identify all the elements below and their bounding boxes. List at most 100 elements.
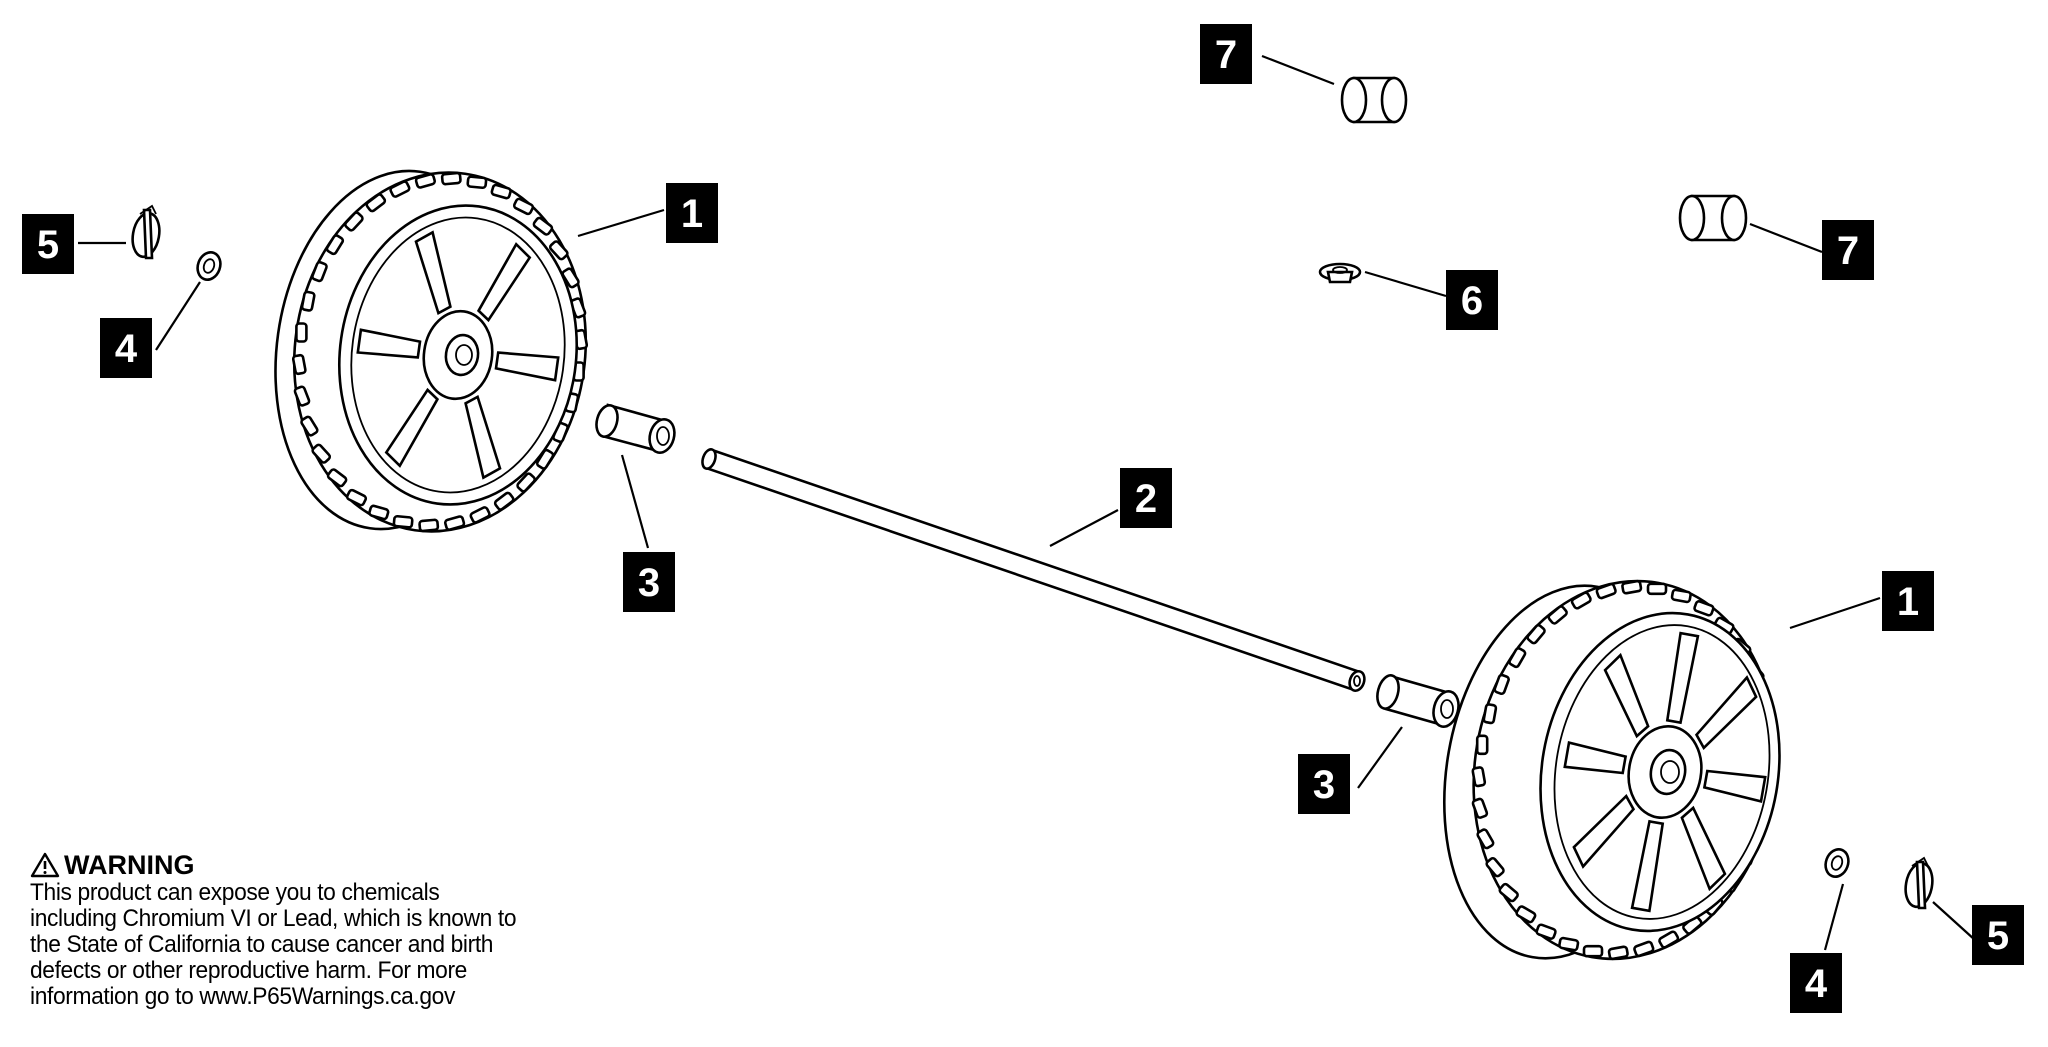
wheel-spoke (1603, 652, 1650, 739)
tread-block (1535, 923, 1557, 940)
left-washer (196, 251, 222, 281)
callout-label: 3 (1313, 763, 1335, 807)
tread-block (1547, 605, 1568, 625)
tread-block (440, 171, 462, 186)
tread-block (1558, 936, 1580, 952)
left-wheel (274, 169, 589, 533)
tread-block (1693, 600, 1715, 617)
tread-block (1482, 703, 1498, 725)
tread-block (490, 183, 512, 200)
axle (701, 448, 1366, 693)
wheel-spoke (384, 387, 440, 468)
tread-block (1498, 882, 1519, 903)
tread-block (466, 175, 488, 190)
callout-label: 1 (681, 192, 703, 236)
wheel-spoke (1572, 793, 1636, 869)
callout-label: 4 (1805, 962, 1828, 1006)
tread-block (1526, 624, 1546, 645)
tread-block (469, 506, 491, 524)
tread-block (561, 267, 580, 289)
callout-label: 1 (1897, 580, 1919, 624)
tread-block (418, 518, 440, 533)
tread-block (1508, 647, 1527, 669)
callout-label: 5 (1987, 914, 2009, 958)
tread-block (345, 488, 368, 507)
tread-block (1633, 940, 1655, 958)
tread-block (1471, 797, 1489, 819)
tread-block (311, 260, 328, 283)
callout-label: 6 (1461, 279, 1483, 323)
tread-block (532, 216, 554, 236)
callout-6: 6 (1446, 270, 1498, 330)
top-cap (1340, 76, 1408, 124)
tread-block (1476, 828, 1495, 850)
tread-block (1515, 905, 1537, 924)
right-spacer (1376, 674, 1460, 728)
callout-2: 2 (1120, 468, 1172, 528)
callout-5-right: 5 (1972, 905, 2024, 965)
right-cap (1678, 194, 1748, 242)
tread-block (1607, 945, 1629, 961)
wheel-spoke (494, 351, 560, 382)
wheel-spoke (1630, 819, 1665, 913)
tread-block (293, 385, 311, 407)
callout-label: 7 (1215, 33, 1237, 77)
wheel-spoke (464, 395, 502, 480)
tread-block (326, 468, 348, 488)
callout-4-left: 4 (100, 318, 152, 378)
tread-block (1485, 857, 1505, 878)
tread-block (344, 211, 364, 232)
left-spacer (595, 403, 676, 455)
tread-block (389, 180, 411, 198)
callout-label: 4 (115, 327, 138, 371)
right-wheel (1442, 579, 1781, 961)
leader-lines (78, 54, 1976, 951)
wheel-spoke (476, 242, 532, 323)
wheel-spoke (1694, 675, 1758, 751)
tread-block (1595, 582, 1617, 600)
warning-text: This product can expose you to chemicals… (30, 879, 517, 1010)
tread-block (1475, 734, 1489, 756)
wheel-spoke (414, 230, 452, 315)
tread-block (1471, 766, 1487, 788)
wheel-spoke (1563, 741, 1628, 775)
callout-label: 7 (1837, 229, 1859, 273)
callout-label: 3 (638, 561, 660, 605)
tread-block (311, 443, 332, 464)
tread-block (365, 193, 387, 213)
tread-block (414, 173, 437, 189)
callout-1-left: 1 (666, 183, 718, 243)
prop65-warning: WARNING This product can expose you to c… (30, 850, 590, 1010)
left-lynch-pin (131, 204, 161, 260)
right-washer (1824, 848, 1850, 878)
tread-block (392, 514, 414, 529)
warning-heading: WARNING (30, 850, 590, 880)
tread-block (1493, 673, 1510, 696)
wheel-spoke (1680, 805, 1727, 892)
tread-block (300, 290, 316, 312)
warning-title: WARNING (64, 850, 195, 880)
wheel-spoke (356, 328, 422, 359)
tread-block (1646, 582, 1668, 596)
callout-4-right: 4 (1790, 953, 1842, 1013)
tread-block (493, 491, 515, 511)
plug (1318, 262, 1362, 284)
tread-block (1570, 591, 1592, 610)
tread-block (1621, 579, 1643, 595)
left-wheel-spokes (356, 230, 560, 480)
tread-block (443, 515, 466, 531)
right-wheel-spokes (1563, 631, 1767, 913)
callout-label: 5 (37, 223, 59, 267)
tread-block (368, 504, 390, 521)
tread-block (512, 197, 535, 216)
tread-block (1670, 588, 1692, 604)
tread-block (548, 240, 569, 261)
callout-3-right: 3 (1298, 754, 1350, 814)
warning-triangle-icon (30, 852, 60, 878)
callout-7-top: 7 (1200, 24, 1252, 84)
callout-3-left: 3 (623, 552, 675, 612)
callout-label: 2 (1135, 477, 1157, 521)
tread-block (1658, 930, 1680, 949)
tread-block (295, 322, 308, 343)
